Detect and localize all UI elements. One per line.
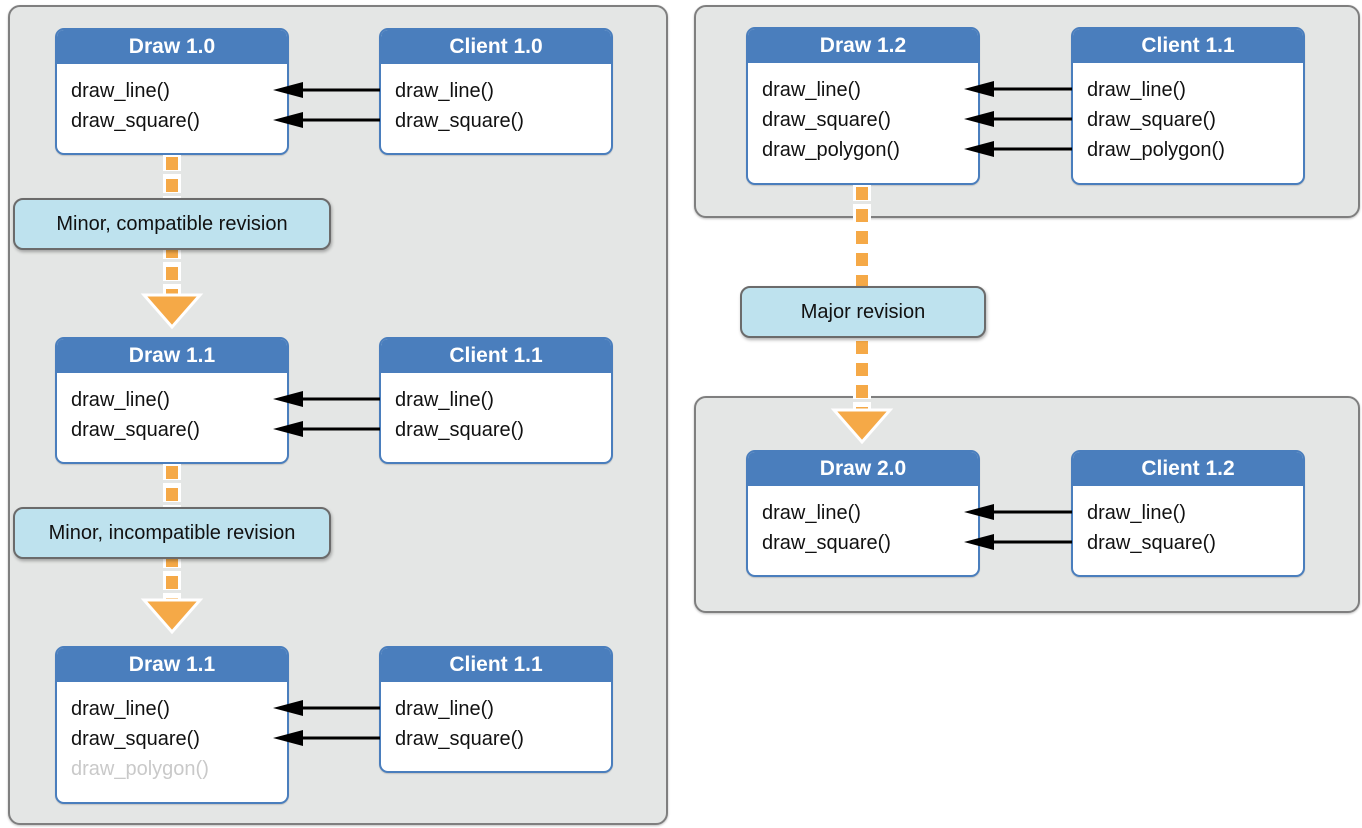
- method-label: draw_square(): [71, 728, 200, 750]
- method-label: draw_polygon(): [1087, 139, 1225, 161]
- method-label: draw_line(): [395, 80, 494, 102]
- class-box-draw-1-1-deprecated: Draw 1.1 draw_line() draw_square() draw_…: [55, 646, 289, 804]
- class-box-methods: draw_line() draw_square(): [381, 64, 611, 136]
- class-box-title: Draw 2.0: [748, 452, 978, 486]
- class-box-methods: draw_line() draw_square(): [381, 682, 611, 754]
- method-label: draw_line(): [71, 80, 170, 102]
- method-label: draw_line(): [395, 389, 494, 411]
- method-label: draw_line(): [762, 79, 861, 101]
- class-box-methods: draw_line() draw_square(): [748, 486, 978, 558]
- class-box-title: Client 1.1: [1073, 29, 1303, 63]
- class-box-draw-2-0: Draw 2.0 draw_line() draw_square(): [746, 450, 980, 577]
- class-box-methods: draw_line() draw_square() draw_polygon(): [1073, 63, 1303, 165]
- class-box-title: Client 1.1: [381, 648, 611, 682]
- class-box-title: Client 1.1: [381, 339, 611, 373]
- method-label: draw_line(): [762, 502, 861, 524]
- class-box-client-1-1-bottom: Client 1.1 draw_line() draw_square(): [379, 646, 613, 773]
- method-label: draw_line(): [395, 698, 494, 720]
- method-label: draw_line(): [1087, 79, 1186, 101]
- class-box-title: Draw 1.0: [57, 30, 287, 64]
- class-box-client-1-2: Client 1.2 draw_line() draw_square(): [1071, 450, 1305, 577]
- revision-label-minor-incompatible: Minor, incompatible revision: [13, 507, 331, 559]
- revision-label-major: Major revision: [740, 286, 986, 338]
- class-box-title: Draw 1.1: [57, 339, 287, 373]
- class-box-client-1-1-right: Client 1.1 draw_line() draw_square() dra…: [1071, 27, 1305, 185]
- method-label: draw_polygon(): [762, 139, 900, 161]
- class-box-client-1-1: Client 1.1 draw_line() draw_square(): [379, 337, 613, 464]
- class-box-methods: draw_line() draw_square() draw_polygon(): [748, 63, 978, 165]
- method-label: draw_square(): [71, 419, 200, 441]
- method-label: draw_square(): [1087, 532, 1216, 554]
- class-box-title: Client 1.0: [381, 30, 611, 64]
- method-label-deprecated: draw_polygon(): [71, 758, 209, 780]
- method-label: draw_line(): [71, 389, 170, 411]
- method-label: draw_line(): [71, 698, 170, 720]
- method-label: draw_square(): [1087, 109, 1216, 131]
- class-box-title: Draw 1.2: [748, 29, 978, 63]
- class-box-draw-1-1: Draw 1.1 draw_line() draw_square(): [55, 337, 289, 464]
- method-label: draw_square(): [71, 110, 200, 132]
- class-box-methods: draw_line() draw_square() draw_polygon(): [57, 682, 287, 784]
- class-box-methods: draw_line() draw_square(): [1073, 486, 1303, 558]
- class-box-methods: draw_line() draw_square(): [381, 373, 611, 445]
- method-label: draw_square(): [762, 109, 891, 131]
- class-box-draw-1-0: Draw 1.0 draw_line() draw_square(): [55, 28, 289, 155]
- method-label: draw_line(): [1087, 502, 1186, 524]
- method-label: draw_square(): [762, 532, 891, 554]
- class-box-methods: draw_line() draw_square(): [57, 373, 287, 445]
- method-label: draw_square(): [395, 728, 524, 750]
- class-box-client-1-0: Client 1.0 draw_line() draw_square(): [379, 28, 613, 155]
- method-label: draw_square(): [395, 419, 524, 441]
- class-box-draw-1-2: Draw 1.2 draw_line() draw_square() draw_…: [746, 27, 980, 185]
- class-box-methods: draw_line() draw_square(): [57, 64, 287, 136]
- class-box-title: Draw 1.1: [57, 648, 287, 682]
- revision-label-minor-compatible: Minor, compatible revision: [13, 198, 331, 250]
- method-label: draw_square(): [395, 110, 524, 132]
- class-box-title: Client 1.2: [1073, 452, 1303, 486]
